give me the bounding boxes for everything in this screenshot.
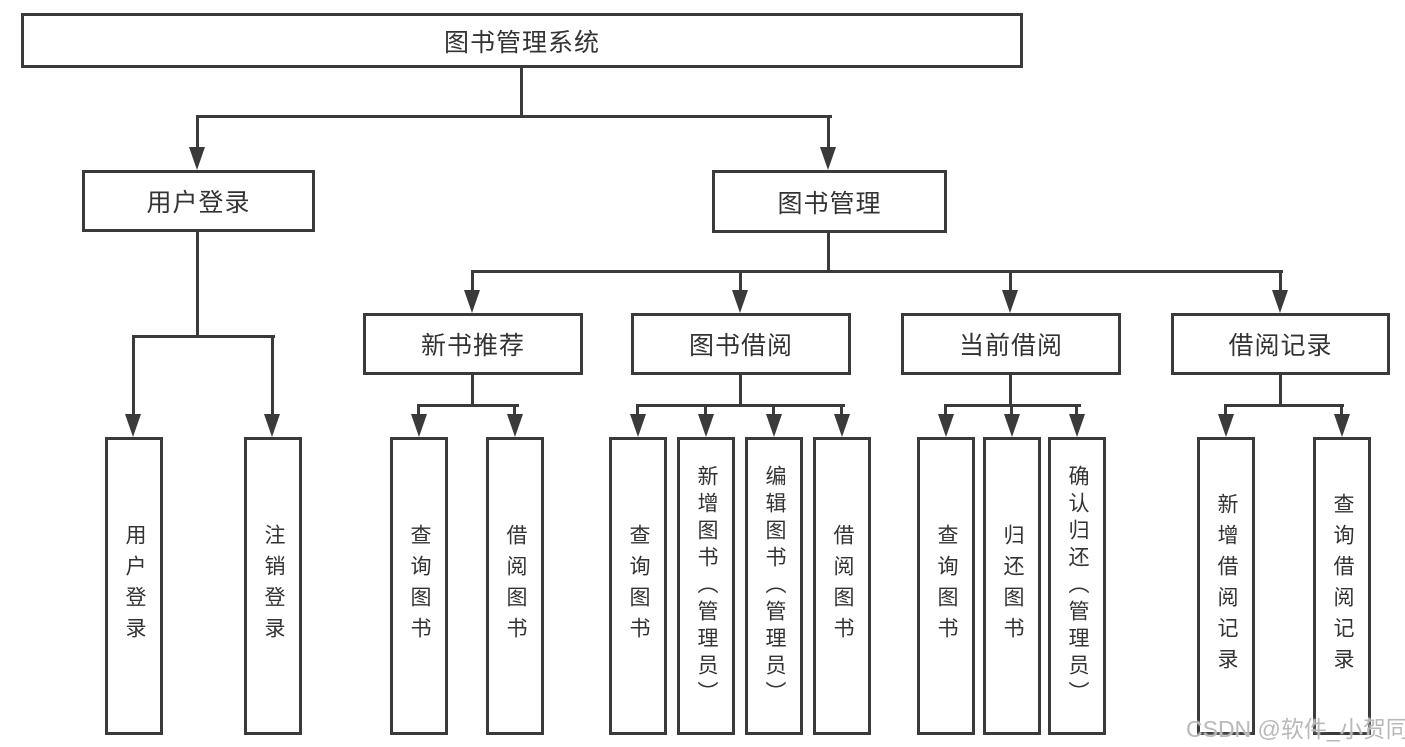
arrowhead-icon: [264, 414, 280, 437]
node-new-books: 新书推荐: [363, 313, 583, 375]
connector-current-borrow-stem: [1009, 375, 1012, 407]
arrowhead-icon: [411, 414, 427, 437]
leaf-new-books-borrow: 借阅图书: [486, 437, 544, 735]
connector-drop: [1075, 404, 1078, 414]
arrowhead-icon: [1218, 414, 1234, 437]
connector-user-login-bar: [132, 335, 275, 338]
arrowhead-icon: [1004, 414, 1020, 437]
node-current-borrow: 当前借阅: [901, 313, 1121, 375]
connector-drop: [417, 404, 420, 414]
arrowhead-icon: [766, 414, 782, 437]
leaf-book-borrow-edit: 编辑图书（管理员）: [745, 437, 803, 735]
arrowhead-icon: [507, 414, 523, 437]
arrowhead-icon: [938, 414, 954, 437]
node-borrow-records: 借阅记录: [1171, 313, 1390, 375]
connector-new-books-stem: [471, 375, 474, 407]
arrowhead-icon: [1272, 290, 1288, 313]
connector-book-mgmt-stem: [827, 233, 830, 273]
arrowhead-icon: [630, 414, 646, 437]
connector-drop-new-books: [471, 270, 474, 290]
connector-drop: [1340, 404, 1343, 414]
arrowhead-icon: [834, 414, 850, 437]
connector-drop: [513, 404, 516, 414]
connector-drop-user-login: [196, 115, 199, 147]
leaf-current-borrow-return: 归还图书: [983, 437, 1041, 735]
connector-drop: [636, 404, 639, 414]
node-book-borrow: 图书借阅: [631, 313, 851, 375]
connector-user-login-stem: [196, 232, 199, 338]
leaf-new-books-query: 查询图书: [390, 437, 448, 735]
leaf-book-borrow-add: 新增图书（管理员）: [677, 437, 735, 735]
connector-drop-logout: [271, 335, 274, 414]
arrowhead-icon: [698, 414, 714, 437]
leaf-records-add: 新增借阅记录: [1197, 437, 1255, 735]
arrowhead-icon: [464, 290, 480, 313]
arrowhead-icon: [125, 414, 141, 437]
connector-drop-current-borrow: [1009, 270, 1012, 290]
connector-borrow-records-bar: [1224, 404, 1344, 407]
node-user-login: 用户登录: [82, 170, 315, 232]
leaf-current-borrow-query: 查询图书: [917, 437, 975, 735]
connector-borrow-records-stem: [1279, 375, 1282, 407]
node-root: 图书管理系统: [21, 13, 1023, 68]
connector-drop-login: [132, 335, 135, 414]
leaf-user-login: 用户登录: [105, 437, 163, 735]
connector-drop: [704, 404, 707, 414]
connector-level2-bar: [471, 270, 1283, 273]
connector-drop: [1224, 404, 1227, 414]
arrowhead-icon: [1069, 414, 1085, 437]
leaf-logout: 注销登录: [244, 437, 302, 735]
connector-drop: [1010, 404, 1013, 414]
connector-drop: [944, 404, 947, 414]
arrowhead-icon: [189, 147, 205, 170]
connector-root-stem: [520, 68, 523, 118]
connector-book-borrow-bar: [636, 404, 845, 407]
arrowhead-icon: [1334, 414, 1350, 437]
connector-drop-book-mgmt: [827, 115, 830, 147]
csdn-watermark: CSDN @软件_小贺同学: [1186, 716, 1405, 742]
leaf-current-borrow-confirm: 确认归还（管理员）: [1048, 437, 1106, 735]
connector-level1-bar: [196, 115, 832, 118]
node-book-mgmt: 图书管理: [712, 170, 947, 233]
connector-drop-book-borrow: [739, 270, 742, 290]
connector-drop: [772, 404, 775, 414]
leaf-book-borrow-query: 查询图书: [609, 437, 667, 735]
connector-new-books-bar: [417, 404, 519, 407]
connector-book-borrow-stem: [739, 375, 742, 407]
leaf-records-query: 查询借阅记录: [1313, 437, 1371, 735]
arrowhead-icon: [732, 290, 748, 313]
connector-drop-borrow-records: [1279, 270, 1282, 290]
arrowhead-icon: [820, 147, 836, 170]
connector-drop: [840, 404, 843, 414]
arrowhead-icon: [1002, 290, 1018, 313]
leaf-book-borrow-borrow: 借阅图书: [813, 437, 871, 735]
